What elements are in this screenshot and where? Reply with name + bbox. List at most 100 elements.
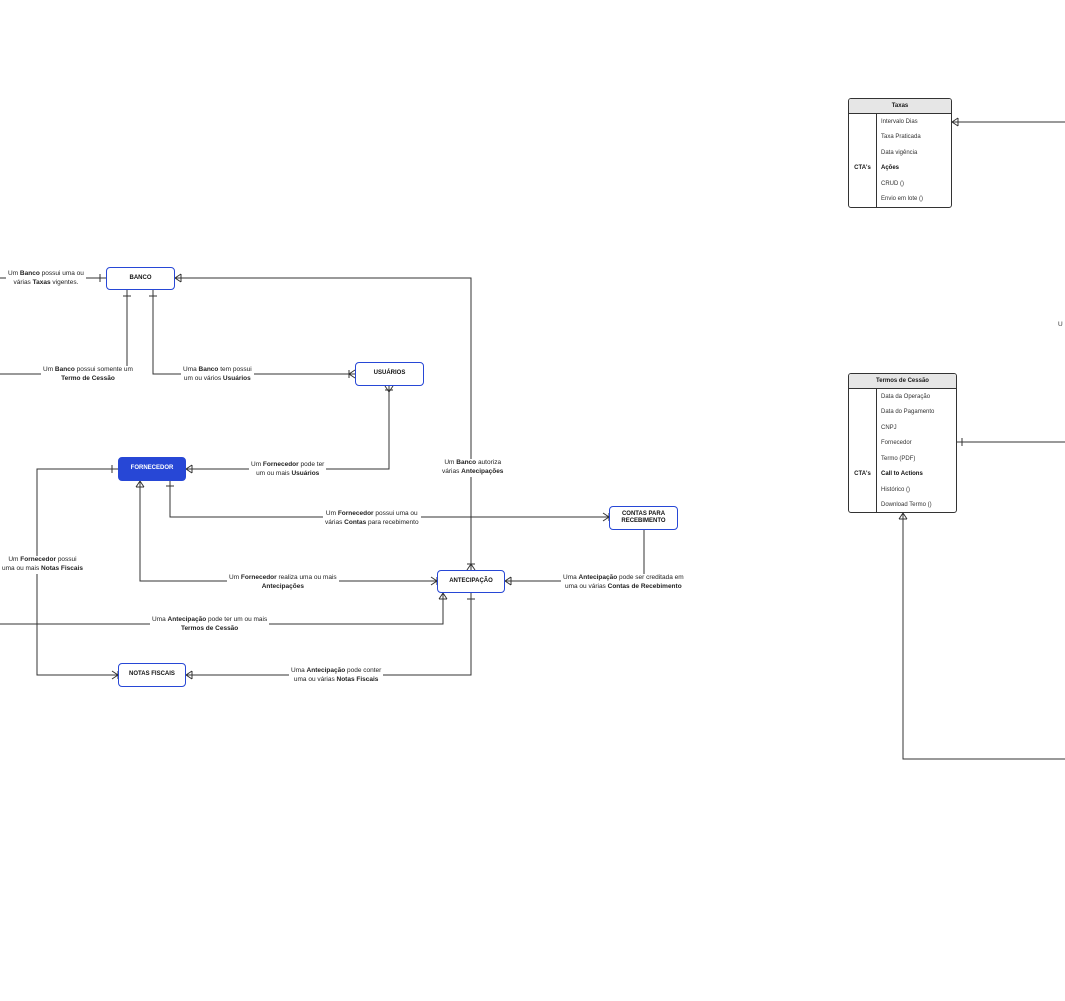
- label-text: Fornecedor: [262, 461, 299, 468]
- table-title: Taxas: [849, 99, 951, 114]
- label-text: Um: [229, 574, 241, 581]
- label-text: Banco: [19, 270, 40, 277]
- label-text: Um: [8, 270, 20, 277]
- table-row: Histórico (): [849, 482, 956, 498]
- row-value: Data da Operação: [876, 389, 956, 405]
- entity-label: ANTECIPAÇÃO: [449, 577, 493, 584]
- label-text: Uma: [291, 667, 307, 674]
- label-text: Um: [251, 461, 263, 468]
- table-row: Download Termo (): [849, 497, 956, 512]
- table-row: Termo (PDF): [849, 451, 956, 467]
- label-text: para recebimento: [366, 518, 419, 526]
- entity-antecipacao[interactable]: ANTECIPAÇÃO: [437, 570, 505, 593]
- table-title: Termos de Cessão: [849, 374, 956, 389]
- entity-label: FORNECEDOR: [130, 465, 174, 472]
- label-text: Banco: [198, 366, 219, 373]
- row-value: Call to Actions: [876, 466, 956, 482]
- label-text: Uma: [152, 616, 168, 623]
- label-text: uma ou mais: [2, 564, 42, 572]
- table-row: CNPJ: [849, 420, 956, 436]
- table-row: Envio em lote (): [849, 191, 951, 207]
- label-text: vigentes.: [50, 278, 79, 286]
- label-text: Banco: [54, 366, 75, 373]
- label-text: Um: [8, 556, 21, 563]
- table-row: CTA's Ações: [849, 160, 951, 176]
- table-row: Fornecedor: [849, 435, 956, 451]
- entity-label: NOTAS FISCAIS: [129, 671, 175, 678]
- edge-forn-antecip: [139, 481, 437, 582]
- label-text: possui uma ou: [39, 270, 84, 277]
- label-text: Antecipação: [167, 616, 207, 623]
- label-text: Um: [43, 366, 55, 373]
- label-fornecedor-notas: Um Fornecedor possui uma ou mais Notas Fi…: [0, 556, 85, 574]
- label-text: Fornecedor: [337, 510, 374, 517]
- table-row: Intervalo Dias: [849, 114, 951, 130]
- row-key: CTA's: [854, 165, 871, 172]
- label-text: Contas de Recebimento: [607, 582, 682, 590]
- entity-label: USUÁRIOS: [373, 370, 406, 377]
- label-text: possui uma ou: [373, 510, 418, 517]
- clipped-label: U: [1058, 321, 1063, 328]
- label-text: pode ser creditada em: [617, 574, 684, 581]
- label-text: possui: [56, 556, 77, 563]
- label-text: Banco: [456, 459, 477, 466]
- entity-banco[interactable]: BANCO: [106, 267, 175, 290]
- row-value: Taxa Praticada: [876, 129, 951, 145]
- label-text: autoriza: [476, 459, 502, 466]
- label-text: Usuários: [222, 374, 251, 382]
- label-text: Taxas: [32, 278, 51, 286]
- entity-usuarios[interactable]: USUÁRIOS: [355, 362, 424, 386]
- edge-banco-termo: [0, 290, 128, 375]
- row-value: Envio em lote (): [876, 191, 951, 207]
- label-text: Fornecedor: [20, 556, 57, 563]
- label-banco-taxas: Um Banco possui uma ou várias Taxas vigen…: [6, 270, 86, 288]
- row-value: CRUD (): [876, 176, 951, 192]
- label-text: Usuários: [291, 469, 320, 477]
- row-value: Intervalo Dias: [876, 114, 951, 130]
- label-text: uma ou várias: [564, 582, 608, 590]
- label-text: Fornecedor: [240, 574, 277, 581]
- table-row: Taxa Praticada: [849, 129, 951, 145]
- row-value: Data vigência: [876, 145, 951, 161]
- row-value: Termo (PDF): [876, 451, 956, 467]
- entity-fornecedor[interactable]: FORNECEDOR: [118, 457, 186, 481]
- label-text: várias: [13, 278, 33, 286]
- label-text: um ou vários: [183, 374, 223, 382]
- row-value: Fornecedor: [876, 435, 956, 451]
- label-text: possui somente um: [74, 366, 133, 373]
- label-text: uma ou várias: [293, 675, 337, 683]
- edge-forn-usuarios: [186, 386, 390, 470]
- label-text: Um: [444, 459, 457, 466]
- row-value: Download Termo (): [876, 497, 956, 512]
- edge-termos-bottom: [902, 513, 1065, 760]
- edge-antecip-notas: [186, 593, 472, 676]
- entity-contas-recebimento[interactable]: CONTAS PARA RECEBIMENTO: [609, 506, 678, 530]
- table-row: Data do Pagamento: [849, 404, 956, 420]
- label-text: Termo de Cessão: [61, 374, 115, 382]
- label-text: um ou mais: [256, 469, 292, 477]
- label-text: realiza uma ou mais: [276, 574, 337, 581]
- row-value: Ações: [876, 160, 951, 176]
- entity-label: BANCO: [129, 274, 152, 281]
- row-value: Data do Pagamento: [876, 404, 956, 420]
- label-text: Notas Fiscais: [41, 564, 83, 572]
- entity-notas-fiscais[interactable]: NOTAS FISCAIS: [118, 663, 186, 687]
- label-text: Contas: [344, 518, 367, 526]
- label-text: Antecipação: [306, 667, 346, 674]
- edge-antecip-termos: [0, 593, 444, 625]
- label-text: Uma: [183, 366, 199, 373]
